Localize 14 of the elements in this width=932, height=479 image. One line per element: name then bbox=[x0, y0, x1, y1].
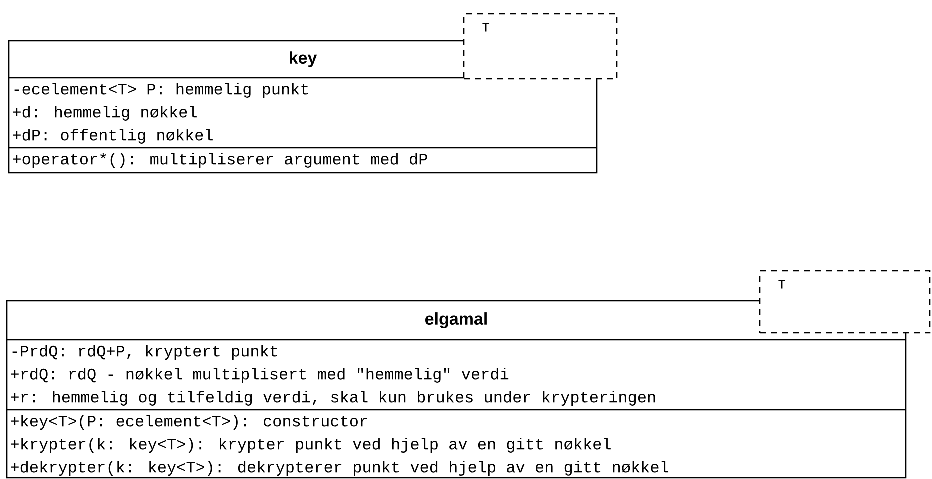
attribute-text: +dP: offentlig nøkkel bbox=[13, 129, 213, 144]
attribute-text: +r: hemmelig og tilfeldig verdi, skal kun brukes under krypteringen bbox=[11, 391, 656, 406]
method-text: +dekrypter(k: key<T>): dekrypterer punkt ved hjelp av en gitt nøkkel bbox=[11, 461, 668, 476]
template-parameter-box: T bbox=[759, 270, 931, 334]
class-name: key bbox=[290, 52, 318, 68]
template-parameter-box: T bbox=[463, 13, 618, 80]
attribute-text: +d: hemmelig nøkkel bbox=[13, 106, 197, 121]
attribute-text: +rdQ: rdQ - nøkkel multiplisert med "hemmelig" verdi bbox=[11, 368, 509, 383]
attribute-text: -ecelement<T> P: hemmelig punkt bbox=[14, 83, 308, 98]
class-name: elgamal bbox=[426, 312, 487, 328]
attribute-text: -PrdQ: rdQ+P, kryptert punkt bbox=[12, 345, 278, 360]
method-text: +operator*(): multipliserer argument med dP bbox=[13, 153, 428, 168]
method-text: +key<T>(P: ecelement<T>): constructor bbox=[11, 415, 368, 430]
method-text: +krypter(k: key<T>): krypter punkt ved hjelp av en gitt nøkkel bbox=[11, 438, 611, 453]
